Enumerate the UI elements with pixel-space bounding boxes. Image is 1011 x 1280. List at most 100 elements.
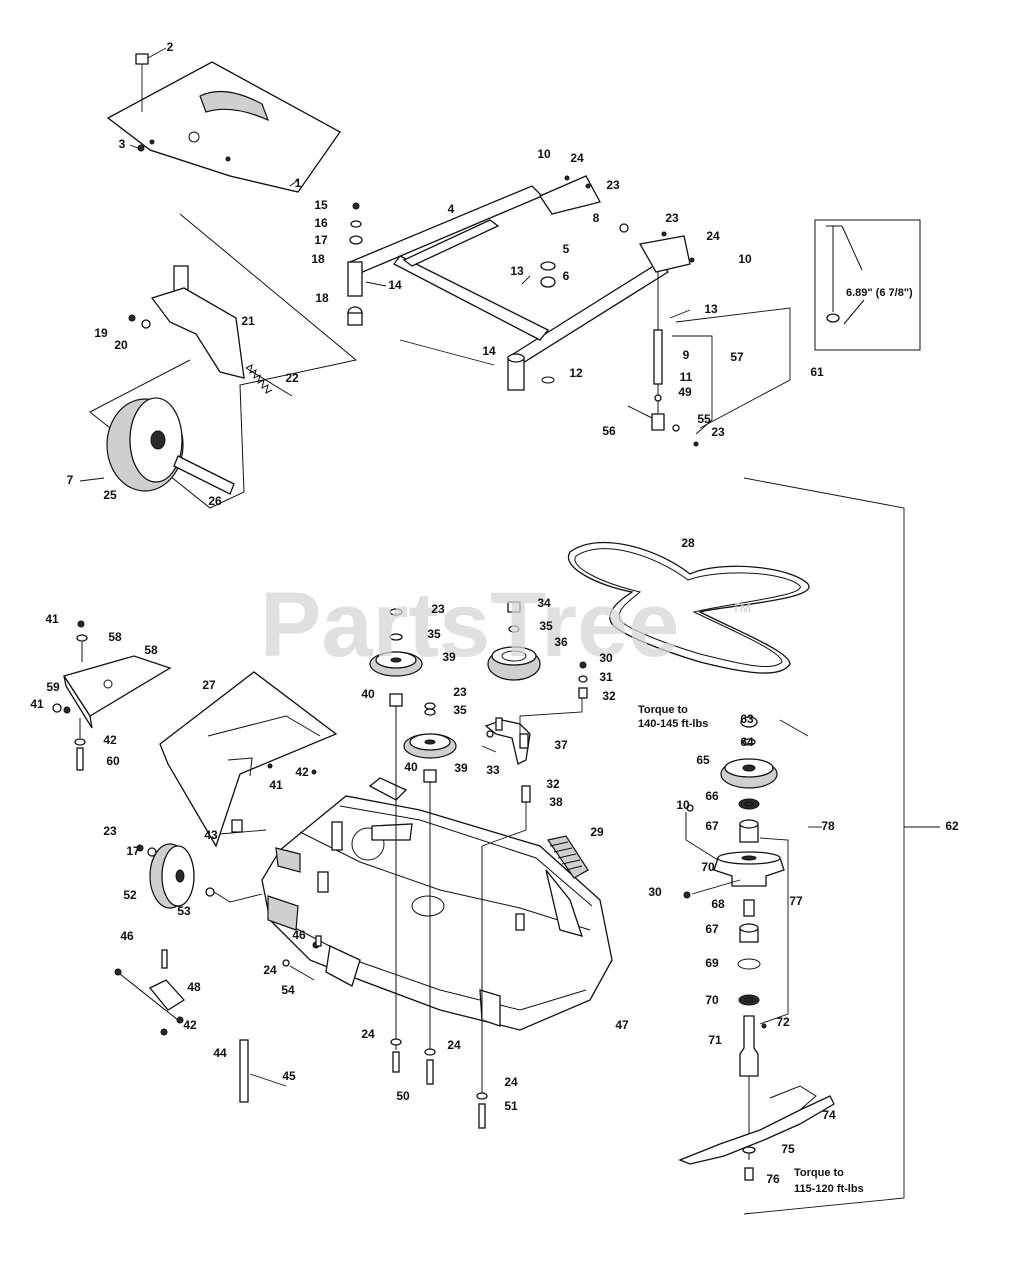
part-callout-39: 39: [454, 761, 468, 775]
part-callout-19: 19: [94, 326, 108, 340]
part-callout-56: 56: [602, 424, 616, 438]
part-callout-25: 25: [103, 488, 117, 502]
part-callout-48: 48: [187, 980, 201, 994]
part-callout-57: 57: [730, 350, 744, 364]
part-callout-64: 64: [740, 735, 754, 749]
part-callout-10: 10: [738, 252, 752, 266]
drive-belt-part: [567, 541, 810, 674]
part-callout-35: 35: [539, 619, 553, 633]
part-callout-11: 11: [680, 370, 693, 384]
part-callout-33: 33: [486, 763, 500, 777]
part-callout-7: 7: [67, 473, 74, 487]
front-frame-part: [347, 175, 791, 447]
part-callout-55: 55: [697, 412, 711, 426]
part-callout-23: 23: [453, 685, 467, 699]
spindle-assembly-part: [678, 716, 835, 1181]
part-callout-35: 35: [427, 627, 441, 641]
part-callout-65: 65: [696, 753, 710, 767]
part-callout-60: 60: [106, 754, 120, 768]
part-callout-22: 22: [285, 371, 299, 385]
part-callout-12: 12: [569, 366, 583, 380]
part-callout-16: 16: [314, 216, 328, 230]
part-callout-66: 66: [705, 789, 719, 803]
part-callout-17: 17: [126, 844, 140, 858]
part-callout-18: 18: [315, 291, 329, 305]
part-callout-77: 77: [789, 894, 803, 908]
deck-wheel-part: [136, 843, 263, 909]
part-callout-24: 24: [361, 1027, 375, 1041]
part-callout-36: 36: [554, 635, 568, 649]
part-callout-61: 61: [810, 365, 824, 379]
part-callout-14: 14: [482, 344, 496, 358]
part-callout-50: 50: [396, 1089, 410, 1103]
part-callout-78: 78: [821, 819, 835, 833]
part-callout-54: 54: [281, 983, 295, 997]
pulley-stack-part: [369, 601, 541, 1129]
part-callout-23: 23: [606, 178, 620, 192]
part-callout-75: 75: [781, 1142, 795, 1156]
part-callout-5: 5: [563, 242, 570, 256]
part-callout-32: 32: [546, 777, 560, 791]
inset-dimension-label: 6.89" (6 7/8"): [846, 287, 913, 299]
part-callout-67: 67: [705, 922, 719, 936]
part-callout-23: 23: [103, 824, 117, 838]
pulley-torque-note-line2: 140-145 ft-lbs: [638, 718, 708, 730]
assembly-bracket-62: [743, 477, 905, 1215]
part-callout-62: 62: [945, 819, 959, 833]
watermark-trademark: TM: [732, 600, 751, 615]
part-callout-53: 53: [177, 904, 191, 918]
part-callout-40: 40: [404, 760, 418, 774]
idler-arm-part: [481, 661, 588, 803]
part-callout-18: 18: [311, 252, 325, 266]
part-callout-74: 74: [822, 1108, 836, 1122]
part-callout-49: 49: [678, 385, 692, 399]
part-callout-23: 23: [665, 211, 679, 225]
part-callout-45: 45: [282, 1069, 296, 1083]
part-callout-58: 58: [144, 643, 158, 657]
part-callout-68: 68: [711, 897, 725, 911]
part-callout-28: 28: [681, 536, 695, 550]
part-callout-24: 24: [570, 151, 584, 165]
part-callout-21: 21: [241, 314, 255, 328]
part-callout-24: 24: [263, 963, 277, 977]
dimension-inset-box: [814, 219, 921, 351]
part-callout-23: 23: [711, 425, 725, 439]
part-callout-52: 52: [123, 888, 137, 902]
part-callout-59: 59: [46, 680, 60, 694]
part-callout-42: 42: [295, 765, 309, 779]
part-callout-14: 14: [388, 278, 402, 292]
part-callout-70: 70: [701, 860, 715, 874]
part-callout-40: 40: [361, 687, 375, 701]
part-callout-38: 38: [549, 795, 563, 809]
part-callout-42: 42: [183, 1018, 197, 1032]
part-callout-17: 17: [314, 233, 328, 247]
deck-cover-part: [106, 47, 341, 193]
part-callout-58: 58: [108, 630, 122, 644]
mower-deck-part: [219, 777, 613, 1031]
part-callout-34: 34: [537, 596, 551, 610]
part-callout-72: 72: [776, 1015, 790, 1029]
part-callout-71: 71: [708, 1033, 722, 1047]
part-callout-15: 15: [314, 198, 328, 212]
part-callout-70: 70: [705, 993, 719, 1007]
part-callout-41: 41: [30, 697, 44, 711]
part-callout-46: 46: [292, 928, 306, 942]
part-callout-8: 8: [593, 211, 600, 225]
pulley-torque-note-line1: Torque to: [638, 704, 688, 716]
part-callout-35: 35: [453, 703, 467, 717]
part-callout-27: 27: [202, 678, 216, 692]
part-callout-20: 20: [114, 338, 128, 352]
part-callout-31: 31: [599, 670, 613, 684]
part-callout-24: 24: [504, 1075, 518, 1089]
blade-torque-note-line1: Torque to: [794, 1167, 844, 1179]
part-callout-41: 41: [269, 778, 283, 792]
part-callout-10: 10: [537, 147, 551, 161]
part-callout-23: 23: [431, 602, 445, 616]
part-callout-76: 76: [766, 1172, 780, 1186]
part-callout-24: 24: [706, 229, 720, 243]
part-callout-26: 26: [208, 494, 222, 508]
part-callout-63: 63: [740, 712, 754, 726]
part-callout-69: 69: [705, 956, 719, 970]
part-callout-2: 2: [167, 40, 174, 54]
